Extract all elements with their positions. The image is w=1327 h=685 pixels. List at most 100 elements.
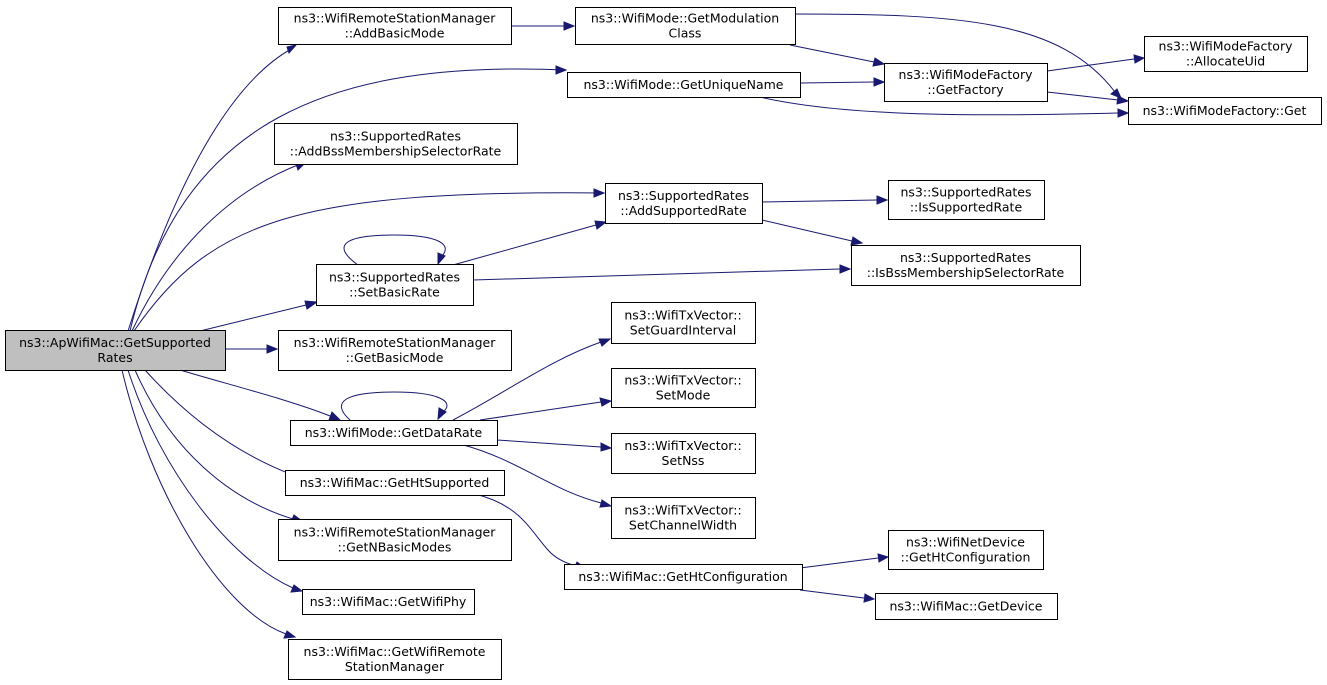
node-netdevice-get-ht-config[interactable]: ns3::WifiNetDevice::GetHtConfiguration (888, 530, 1044, 570)
node-label-line: ns3::WifiModeFactory::Get (1143, 103, 1307, 118)
edge-get-data-rate-to-set-guard-interval (452, 338, 612, 421)
node-set-guard-interval[interactable]: ns3::WifiTxVector::SetGuardInterval (611, 302, 756, 344)
node-label-line: ns3::SupportedRates (900, 250, 1031, 265)
edge-root-to-get-data-rate (179, 369, 342, 421)
node-box (278, 7, 512, 45)
node-label-line: ::AddBasicMode (345, 26, 445, 41)
node-label-line: ns3::WifiRemoteStationManager (294, 11, 497, 26)
node-box (611, 302, 756, 344)
node-label-line: ns3::WifiRemoteStationManager (294, 335, 497, 350)
node-label-line: ns3::WifiMac::GetWifiRemote (304, 644, 486, 659)
node-box (1128, 97, 1322, 125)
node-add-bss-selector[interactable]: ns3::SupportedRates::AddBssMembershipSel… (274, 123, 518, 165)
node-label-line: ns3::SupportedRates (900, 185, 1031, 200)
node-get-unique-name[interactable]: ns3::WifiMode::GetUniqueName (567, 72, 801, 98)
node-get-device[interactable]: ns3::WifiMac::GetDevice (875, 593, 1058, 620)
node-box (316, 264, 474, 306)
edge-get-factory-to-factory-get (1046, 91, 1130, 105)
node-label-line: ns3::WifiMac::GetWifiPhy (310, 594, 467, 609)
node-get-n-basic-modes[interactable]: ns3::WifiRemoteStationManager::GetNBasic… (278, 519, 512, 561)
node-box (888, 530, 1044, 570)
node-label-line: ns3::WifiRemoteStationManager (294, 525, 497, 540)
node-box (302, 589, 475, 615)
node-get-ht-supported[interactable]: ns3::WifiMac::GetHtSupported (285, 470, 505, 496)
edge-root-to-add-basic-mode (127, 44, 298, 332)
node-label-line: ns3::ApWifiMac::GetSupported (19, 335, 211, 350)
node-label-line: Rates (97, 350, 132, 365)
node-label-line: ns3::SupportedRates (330, 129, 461, 144)
edge-add-supported-rate-to-is-supported-rate (761, 195, 889, 205)
node-set-basic-rate[interactable]: ns3::SupportedRates::SetBasicRate (316, 264, 474, 306)
node-allocate-uid[interactable]: ns3::WifiModeFactory::AllocateUid (1144, 36, 1308, 72)
node-box (290, 420, 498, 446)
edge-root-to-set-basic-rate (199, 300, 319, 332)
edge-root-to-get-wifi-phy (127, 369, 304, 593)
node-label-line: ns3::WifiMac::GetHtSupported (300, 475, 490, 490)
node-label-line: ns3::WifiTxVector:: (624, 438, 741, 453)
node-box (575, 7, 796, 45)
node-get-remote-station-manager[interactable]: ns3::WifiMac::GetWifiRemoteStationManage… (288, 639, 502, 680)
node-label-line: ns3::WifiMac::GetDevice (889, 599, 1042, 614)
edge-root-to-get-remote-station-manager (121, 369, 297, 639)
edge-get-data-rate-to-set-nss (496, 439, 613, 452)
node-label-line: ::GetHtConfiguration (901, 550, 1031, 565)
edge-get-unique-name-to-get-factory (799, 77, 886, 87)
node-add-basic-mode[interactable]: ns3::WifiRemoteStationManager::AddBasicM… (278, 7, 512, 45)
node-set-nss[interactable]: ns3::WifiTxVector::SetNss (611, 433, 756, 474)
node-label-line: ns3::SupportedRates (618, 188, 749, 203)
edge-set-basic-rate-to-is-bss-selector (472, 264, 852, 281)
node-label-line: ns3::WifiTxVector:: (624, 308, 741, 323)
node-set-mode[interactable]: ns3::WifiTxVector::SetMode (611, 368, 756, 408)
node-label-line: ::AllocateUid (1186, 54, 1265, 69)
node-label-line: ::SetBasicRate (349, 285, 440, 300)
node-add-supported-rate[interactable]: ns3::SupportedRates::AddSupportedRate (605, 183, 763, 224)
node-label-line: ns3::WifiNetDevice (906, 535, 1025, 550)
edge-root-to-add-supported-rate (133, 188, 606, 332)
node-label-line: ::GetBasicMode (346, 350, 444, 365)
node-is-supported-rate[interactable]: ns3::SupportedRates::IsSupportedRate (888, 180, 1045, 220)
node-box (851, 245, 1081, 286)
node-label-line: ::AddSupportedRate (620, 203, 747, 218)
node-label-line: ns3::WifiModeFactory (899, 67, 1034, 82)
edge-set-basic-rate-to-add-supported-rate (452, 220, 608, 266)
node-box (884, 63, 1048, 102)
edge-get-data-rate-to-set-channel-width (459, 443, 613, 508)
node-box (611, 433, 756, 474)
node-label-line: ::GetFactory (927, 82, 1004, 97)
node-label-line: ns3::WifiMode::GetModulation (591, 11, 779, 26)
node-label-line: ns3::WifiTxVector:: (624, 503, 741, 518)
edge-get-ht-configuration-to-get-device (799, 589, 876, 603)
node-label-line: ns3::WifiMode::GetUniqueName (584, 77, 784, 92)
node-box (875, 593, 1058, 620)
edge-set-basic-rate-self-loop (343, 234, 446, 266)
node-factory-get[interactable]: ns3::WifiModeFactory::Get (1128, 97, 1322, 125)
edge-get-factory-to-allocate-uid (1046, 54, 1146, 72)
node-label-line: ns3::SupportedRates (329, 270, 460, 285)
node-box (888, 180, 1045, 220)
node-label-line: ::GetNBasicModes (338, 540, 452, 555)
node-get-wifi-phy[interactable]: ns3::WifiMac::GetWifiPhy (302, 589, 475, 615)
node-box (564, 564, 803, 590)
edge-root-to-get-basic-mode (225, 344, 279, 354)
node-get-data-rate[interactable]: ns3::WifiMode::GetDataRate (290, 420, 498, 446)
node-label-line: SetGuardInterval (630, 323, 737, 338)
node-box (5, 330, 226, 371)
node-label-line: ns3::WifiMode::GetDataRate (305, 425, 483, 440)
node-box (611, 368, 756, 408)
node-is-bss-selector[interactable]: ns3::SupportedRates::IsBssMembershipSele… (851, 245, 1081, 286)
edge-add-supported-rate-to-is-bss-selector (761, 219, 864, 246)
node-label-line: Class (669, 26, 702, 41)
node-box (285, 470, 505, 496)
node-get-basic-mode[interactable]: ns3::WifiRemoteStationManager::GetBasicM… (278, 330, 512, 371)
node-get-ht-configuration[interactable]: ns3::WifiMac::GetHtConfiguration (564, 564, 803, 590)
node-box (278, 330, 512, 371)
node-box (288, 639, 502, 680)
node-set-channel-width[interactable]: ns3::WifiTxVector::SetChannelWidth (611, 497, 756, 539)
node-label-line: ns3::WifiMac::GetHtConfiguration (578, 569, 787, 584)
node-label-line: ::IsSupportedRate (910, 200, 1023, 215)
node-get-factory[interactable]: ns3::WifiModeFactory::GetFactory (884, 63, 1048, 102)
